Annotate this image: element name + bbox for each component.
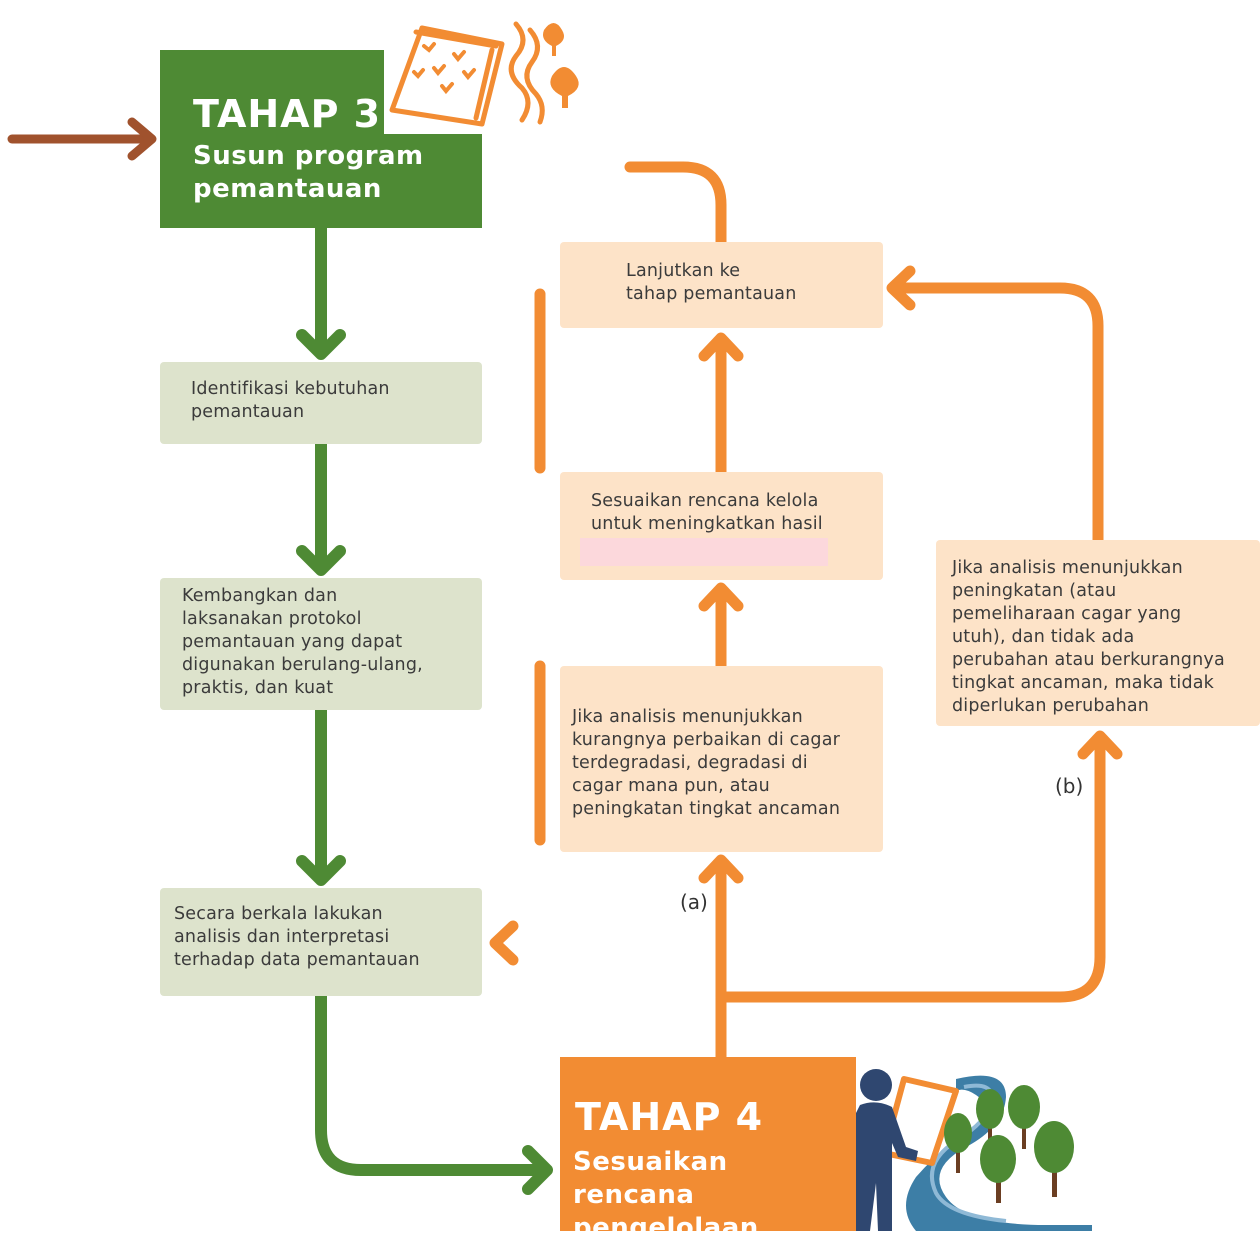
clipboard-map-icon bbox=[384, 10, 584, 134]
highlight-bar bbox=[580, 538, 828, 566]
orange-arrow-b bbox=[715, 730, 1123, 1003]
continue-monitoring-box: Lanjutkan ke tahap pemantauan bbox=[560, 242, 883, 328]
branch-b-box: Jika analisis menunjukkan peningkatan (a… bbox=[936, 540, 1260, 726]
branch-a-text: Jika analisis menunjukkan kurangnya perb… bbox=[572, 707, 841, 819]
stage3-title: TAHAP 3 bbox=[193, 92, 382, 136]
orange-arrow-to-continue bbox=[698, 332, 744, 478]
green-arrow-1 bbox=[296, 222, 346, 360]
orange-loop-hook bbox=[624, 161, 727, 248]
orange-arrow-a bbox=[698, 854, 744, 1063]
orange-arrow-b-to-continue bbox=[886, 265, 1104, 546]
step-identify-text: Identifikasi kebutuhan pemantauan bbox=[191, 379, 390, 422]
step-protocol-box: Kembangkan dan laksanakan protokol peman… bbox=[160, 578, 482, 710]
stage4-title: TAHAP 4 bbox=[575, 1095, 764, 1139]
step-analysis-box: Secara berkala lakukan analisis dan inte… bbox=[160, 888, 482, 996]
stage4-box: TAHAP 4 Sesuaikan rencana pengelolaan bbox=[560, 1057, 856, 1243]
orange-arrow-to-adjust bbox=[698, 582, 744, 672]
entry-arrow bbox=[7, 117, 157, 161]
green-arrow-to-stage4 bbox=[315, 990, 553, 1195]
step-identify-box: Identifikasi kebutuhan pemantauan bbox=[160, 362, 482, 444]
green-arrow-3 bbox=[296, 704, 346, 886]
stage4-subtitle: Sesuaikan rencana pengelolaan bbox=[573, 1147, 759, 1243]
branch-b-text: Jika analisis menunjukkan peningkatan (a… bbox=[952, 558, 1225, 716]
label-b: (b) bbox=[1055, 774, 1084, 798]
label-a: (a) bbox=[680, 890, 708, 914]
green-arrow-2 bbox=[296, 438, 346, 576]
step-analysis-text: Secara berkala lakukan analisis dan inte… bbox=[174, 904, 420, 970]
person-river-trees-icon bbox=[856, 1057, 1092, 1231]
adjust-plan-text: Sesuaikan rencana kelola untuk meningkat… bbox=[591, 491, 823, 534]
continue-monitoring-text: Lanjutkan ke tahap pemantauan bbox=[626, 261, 797, 304]
step-protocol-text: Kembangkan dan laksanakan protokol peman… bbox=[182, 586, 423, 698]
orange-arrow-to-analysis bbox=[489, 920, 519, 966]
stage3-subtitle: Susun program pemantauan bbox=[193, 141, 424, 204]
adjust-plan-box: Sesuaikan rencana kelola untuk meningkat… bbox=[560, 472, 883, 580]
branch-a-box: Jika analisis menunjukkan kurangnya perb… bbox=[560, 666, 883, 852]
